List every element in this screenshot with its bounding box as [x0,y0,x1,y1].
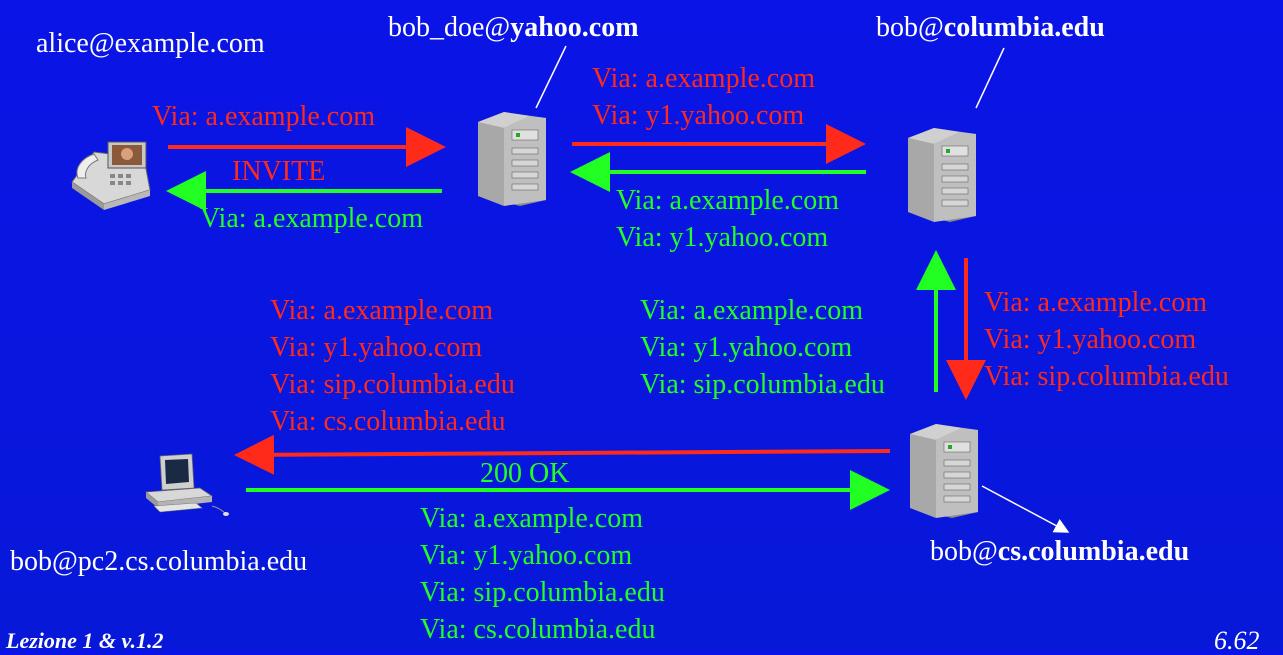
bob-doe-label: bob_doe@yahoo.com [388,12,639,43]
server-icon [478,112,546,206]
via-entry: Via: y1.yahoo.com [592,100,805,131]
via-entry: Via: cs.columbia.edu [420,614,656,645]
via-list-hop4-response: Via: a.example.com Via: y1.yahoo.com Via… [420,500,665,648]
pointer-yahoo [535,45,567,109]
server-icon [910,424,978,518]
via-entry: Via: a.example.com [420,503,644,534]
alice-label: alice@example.com [36,28,265,59]
via-entry: Via: a.example.com [640,295,864,326]
pointer-columbia [975,47,1005,109]
via-entry: Via: y1.yahoo.com [640,332,853,363]
computer-icon [144,453,229,516]
via-list-hop1-request: Via: a.example.com [152,98,375,135]
via-entry: Via: sip.columbia.edu [420,577,665,608]
bob-cs-columbia-label: bob@cs.columbia.edu [930,536,1190,567]
via-entry: Via: sip.columbia.edu [270,369,515,400]
via-entry: Via: a.example.com [592,63,816,94]
via-entry: Via: y1.yahoo.com [616,222,829,253]
via-entry: Via: a.example.com [984,287,1208,318]
via-list-hop1-response: Via: a.example.com [200,200,423,237]
via-list-hop3-response: Via: a.example.com Via: y1.yahoo.com Via… [640,292,885,403]
via-entry: Via: a.example.com [616,185,840,216]
via-list-hop2-request: Via: a.example.com Via: y1.yahoo.com [592,60,815,134]
invite-message: INVITE [232,156,326,187]
via-entry: Via: sip.columbia.edu [984,361,1229,392]
via-entry: Via: y1.yahoo.com [984,324,1197,355]
bob-pc-label: bob@pc2.cs.columbia.edu [10,546,308,577]
via-entry: Via: a.example.com [152,101,376,132]
via-entry: Via: y1.yahoo.com [270,332,483,363]
bob-columbia-label: bob@columbia.edu [876,12,1105,43]
footer-page-number: 6.62 [1214,626,1260,655]
via-list-hop2-response: Via: a.example.com Via: y1.yahoo.com [616,182,839,256]
phone-icon [71,141,151,210]
via-entry: Via: y1.yahoo.com [420,540,633,571]
footer-left: Lezione 1 & v.1.2 [6,628,164,653]
via-entry: Via: a.example.com [270,295,494,326]
via-entry: Via: a.example.com [200,203,424,234]
via-entry: Via: sip.columbia.edu [640,369,885,400]
ok-message: 200 OK [480,458,570,489]
via-list-hop4-request: Via: a.example.com Via: y1.yahoo.com Via… [270,292,515,440]
pointer-cs-columbia [981,485,1070,533]
arrow-invite-hop4 [234,434,891,475]
via-entry: Via: cs.columbia.edu [270,406,506,437]
via-list-hop3-request: Via: a.example.com Via: y1.yahoo.com Via… [984,284,1229,395]
server-icon [908,128,976,222]
